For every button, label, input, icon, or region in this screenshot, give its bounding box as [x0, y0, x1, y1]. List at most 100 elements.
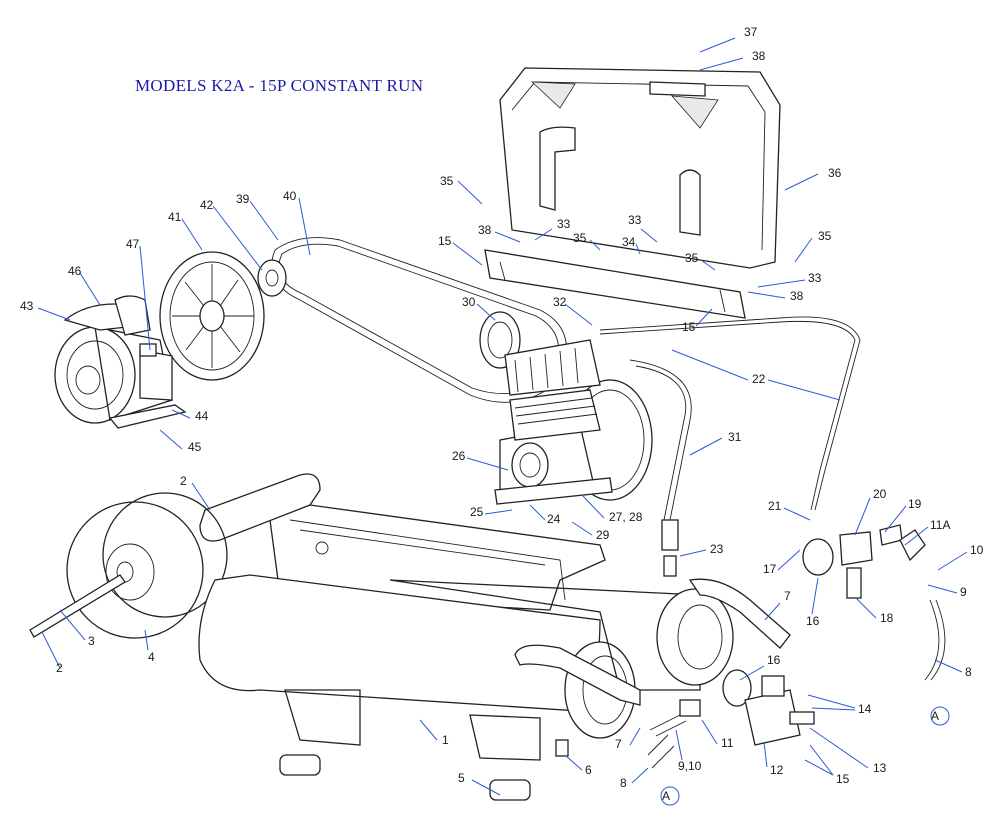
leader-line-c47: [139, 245, 151, 351]
callout-cAb: A: [662, 789, 670, 803]
leader-line-c42: [212, 205, 263, 271]
callout-c33b: 33: [628, 213, 642, 227]
reference-circle-a-right: [930, 706, 950, 726]
callout-c35c: 35: [685, 251, 699, 265]
callout-c30: 30: [462, 295, 476, 309]
leader-line-c3: [59, 609, 86, 641]
callout-c23: 23: [710, 542, 724, 556]
leader-line-c5: [471, 779, 501, 796]
callout-c37: 37: [744, 25, 758, 39]
leader-line-c35c: [700, 259, 716, 271]
manifold: [802, 524, 946, 681]
callout-c8b: 8: [620, 776, 627, 790]
leader-line-c37: [699, 37, 736, 53]
leader-line-c13: [809, 727, 869, 769]
callout-c35d: 35: [818, 229, 832, 243]
callout-c16a: 16: [806, 614, 820, 628]
callout-c33c: 33: [808, 271, 822, 285]
leader-line-c35d: [794, 237, 813, 263]
callout-c35b: 35: [573, 231, 587, 245]
leader-line-c9a: [927, 584, 958, 594]
callout-c4: 4: [148, 650, 155, 664]
reference-circle-a-bottom: [660, 786, 680, 806]
leader-line-c33a: [534, 228, 553, 241]
callout-c39: 39: [236, 192, 250, 206]
leader-line-c25: [484, 509, 513, 515]
leader-line-c15a: [452, 242, 483, 266]
leader-line-c36: [784, 173, 819, 191]
leader-line-c35a: [457, 180, 483, 205]
leader-line-c15c: [809, 744, 834, 776]
leader-line-c2a: [191, 482, 211, 511]
leader-line-c18: [855, 597, 877, 619]
leader-line-c44: [171, 409, 191, 419]
leader-line-c29: [571, 521, 593, 536]
leader-line-c17: [777, 549, 801, 571]
leader-line-c26: [466, 457, 509, 471]
leader-line-c23: [679, 549, 707, 557]
regulator: [647, 669, 815, 769]
callout-c15a: 15: [438, 234, 452, 248]
leader-line-c38b: [494, 231, 521, 243]
callout-c38b: 38: [478, 223, 492, 237]
leader-line-c16a: [811, 577, 819, 615]
callout-c44: 44: [195, 409, 209, 423]
callout-c20: 20: [873, 487, 887, 501]
callout-c38c: 38: [790, 289, 804, 303]
callout-c38a: 38: [752, 49, 766, 63]
air-line: [599, 316, 861, 511]
callout-c15b: 15: [682, 320, 696, 334]
leader-line-c31: [689, 437, 723, 456]
leader-line-c40: [298, 197, 311, 256]
leader-line-c34: [635, 243, 641, 255]
callout-c5: 5: [458, 771, 465, 785]
callout-c910: 9,10: [678, 759, 702, 773]
leader-line-c19: [884, 505, 907, 533]
leader-line-c24: [529, 504, 546, 521]
callout-c47: 47: [126, 237, 140, 251]
callout-c40: 40: [283, 189, 297, 203]
callout-c22: 22: [752, 372, 766, 386]
handle: [199, 473, 321, 542]
callout-c1: 1: [442, 733, 449, 747]
wheel: [66, 492, 228, 639]
leader-line-c22: [767, 379, 841, 401]
leader-line-c15b: [695, 308, 713, 327]
callout-c10a: 10: [970, 543, 984, 557]
leader-line-c8b: [631, 767, 649, 784]
callout-c3: 3: [88, 634, 95, 648]
leader-line-c6: [565, 755, 583, 771]
motor: [54, 295, 187, 429]
leader-line-c41: [181, 218, 203, 251]
tank-handle: [514, 644, 641, 706]
leader-line-c1: [419, 719, 438, 741]
tank-right: [389, 579, 734, 691]
callout-c19: 19: [908, 497, 922, 511]
leader-line-c7b: [629, 727, 641, 746]
callout-c2728: 27, 28: [609, 510, 643, 524]
leader-line-c22: [671, 349, 749, 381]
callout-c18: 18: [880, 611, 894, 625]
leader-line-c45: [159, 429, 183, 450]
leader-line-c33c: [757, 279, 806, 288]
guard-bracket: [484, 249, 746, 319]
leader-line-c11A: [904, 526, 929, 546]
tank-handle: [688, 578, 791, 649]
callout-c7b: 7: [615, 737, 622, 751]
callout-c13: 13: [873, 761, 887, 775]
flywheel: [159, 251, 265, 381]
callout-c31: 31: [728, 430, 742, 444]
callout-c35a: 35: [440, 174, 454, 188]
callout-c34: 34: [622, 235, 636, 249]
diagram-title: MODELS K2A - 15P CONSTANT RUN: [135, 76, 424, 95]
leader-line-c46: [79, 272, 101, 306]
callout-cAa: A: [931, 709, 939, 723]
leader-line-c14: [807, 694, 856, 709]
callout-c26: 26: [452, 449, 466, 463]
tank-left: [198, 574, 636, 739]
callout-c14: 14: [858, 702, 872, 716]
callout-c41: 41: [168, 210, 182, 224]
leader-line-c14: [811, 707, 856, 711]
callout-c16b: 16: [767, 653, 781, 667]
